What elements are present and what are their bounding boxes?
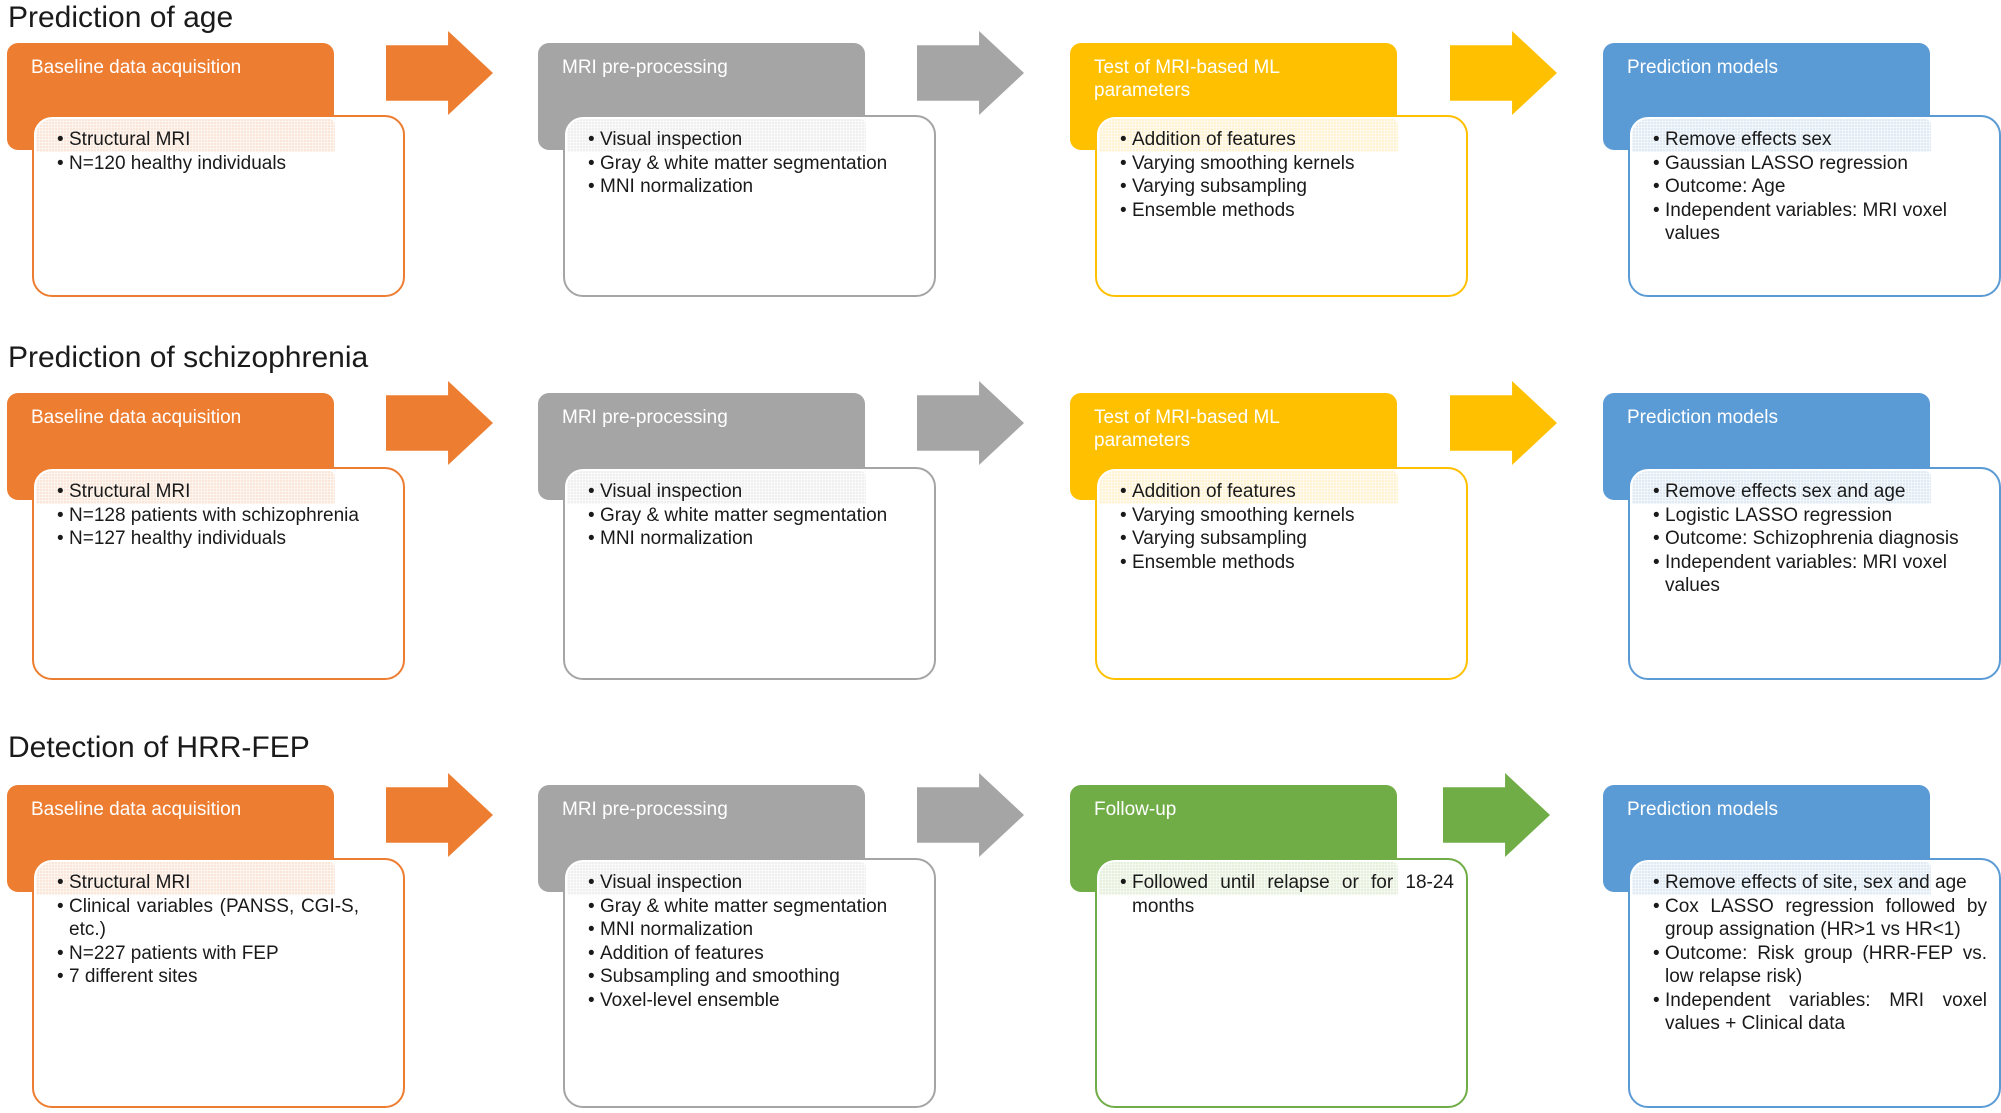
- box-header-label: Test of MRI-based ML parameters: [1094, 57, 1280, 101]
- box-body: Visual inspectionGray & white matter seg…: [563, 858, 936, 1108]
- bullet-list: Addition of featuresVarying smoothing ke…: [1097, 469, 1466, 574]
- bullet-item: Gray & white matter segmentation: [588, 895, 890, 919]
- box-body: Remove effects sex and ageLogistic LASSO…: [1628, 467, 2001, 680]
- box-header-label: Prediction models: [1627, 57, 1779, 78]
- bullet-item: Structural MRI: [57, 480, 359, 504]
- bullet-item: Outcome: Risk group (HRR-FEP vs. low rel…: [1653, 942, 1987, 989]
- bullet-item: Varying subsampling: [1120, 527, 1422, 551]
- bullet-item: Structural MRI: [57, 871, 359, 895]
- box-fep-baseline-data-acquisition: Baseline data acquisition Structural MRI…: [7, 785, 405, 1108]
- bullet-item: Varying smoothing kernels: [1120, 504, 1422, 528]
- bullet-item: N=128 patients with schizophrenia: [57, 504, 359, 528]
- box-body: Structural MRIClinical variables (PANSS,…: [32, 858, 405, 1108]
- box-body: Followed until relapse or for 18-24 mont…: [1095, 858, 1468, 1108]
- box-body: Remove effects sexGaussian LASSO regress…: [1628, 115, 2001, 297]
- bullet-list: Remove effects of site, sex and ageCox L…: [1630, 860, 1999, 1036]
- box-header-label: Test of MRI-based ML parameters: [1094, 407, 1280, 451]
- bullet-item: Gray & white matter segmentation: [588, 152, 890, 176]
- bullet-item: Visual inspection: [588, 128, 890, 152]
- bullet-item: Varying subsampling: [1120, 175, 1422, 199]
- bullet-list: Remove effects sexGaussian LASSO regress…: [1630, 117, 1999, 246]
- bullet-item: Varying smoothing kernels: [1120, 152, 1422, 176]
- box-header-label: Prediction models: [1627, 799, 1779, 820]
- box-age-mri-pre-processing: MRI pre-processing Visual inspectionGray…: [538, 43, 936, 297]
- bullet-item: Independent variables: MRI voxel values …: [1653, 989, 1987, 1036]
- bullet-item: Visual inspection: [588, 871, 890, 895]
- bullet-item: Voxel-level ensemble: [588, 989, 890, 1013]
- bullet-item: Ensemble methods: [1120, 199, 1422, 223]
- box-scz-mri-pre-processing: MRI pre-processing Visual inspectionGray…: [538, 393, 936, 680]
- bullet-item: Structural MRI: [57, 128, 359, 152]
- bullet-item: N=127 healthy individuals: [57, 527, 359, 551]
- bullet-item: MNI normalization: [588, 527, 890, 551]
- box-body: Structural MRIN=120 healthy individuals: [32, 115, 405, 297]
- box-age-test-of-mri-based-ml-parameters: Test of MRI-based ML parameters Addition…: [1070, 43, 1468, 297]
- box-body: Structural MRIN=128 patients with schizo…: [32, 467, 405, 680]
- bullet-item: 7 different sites: [57, 965, 359, 989]
- bullet-item: Addition of features: [588, 942, 890, 966]
- row-title-prediction-of-schizophrenia: Prediction of schizophrenia: [8, 341, 369, 374]
- box-body: Addition of featuresVarying smoothing ke…: [1095, 467, 1468, 680]
- bullet-item: Independent variables: MRI voxel values: [1653, 551, 1987, 598]
- bullet-list: Remove effects sex and ageLogistic LASSO…: [1630, 469, 1999, 598]
- bullet-item: Logistic LASSO regression: [1653, 504, 1987, 528]
- bullet-list: Followed until relapse or for 18-24 mont…: [1097, 860, 1466, 918]
- box-header-label: Baseline data acquisition: [31, 799, 242, 820]
- box-header-label: MRI pre-processing: [562, 407, 728, 428]
- bullet-item: Addition of features: [1120, 480, 1422, 504]
- bullet-item: Gray & white matter segmentation: [588, 504, 890, 528]
- box-body: Visual inspectionGray & white matter seg…: [563, 115, 936, 297]
- bullet-list: Visual inspectionGray & white matter seg…: [565, 117, 934, 199]
- box-age-prediction-models: Prediction models Remove effects sexGaus…: [1603, 43, 2001, 297]
- bullet-list: Visual inspectionGray & white matter seg…: [565, 860, 934, 1012]
- bullet-item: Cox LASSO regression followed by group a…: [1653, 895, 1987, 942]
- box-header-label: Prediction models: [1627, 407, 1779, 428]
- bullet-list: Structural MRIClinical variables (PANSS,…: [34, 860, 403, 989]
- bullet-item: N=120 healthy individuals: [57, 152, 359, 176]
- box-body: Visual inspectionGray & white matter seg…: [563, 467, 936, 680]
- row-title-prediction-of-age: Prediction of age: [8, 1, 234, 34]
- row-title-detection-of-hrr-fep: Detection of HRR-FEP: [8, 731, 310, 764]
- bullet-item: Ensemble methods: [1120, 551, 1422, 575]
- bullet-item: Remove effects of site, sex and age: [1653, 871, 1987, 895]
- box-body: Addition of featuresVarying smoothing ke…: [1095, 115, 1468, 297]
- box-header-label: Baseline data acquisition: [31, 407, 242, 428]
- bullet-list: Structural MRIN=128 patients with schizo…: [34, 469, 403, 551]
- bullet-item: Subsampling and smoothing: [588, 965, 890, 989]
- box-scz-prediction-models: Prediction models Remove effects sex and…: [1603, 393, 2001, 680]
- bullet-item: Clinical variables (PANSS, CGI-S, etc.): [57, 895, 359, 942]
- bullet-item: Gaussian LASSO regression: [1653, 152, 1987, 176]
- box-fep-prediction-models: Prediction models Remove effects of site…: [1603, 785, 2001, 1108]
- box-fep-follow-up: Follow-up Followed until relapse or for …: [1070, 785, 1468, 1108]
- box-scz-baseline-data-acquisition: Baseline data acquisition Structural MRI…: [7, 393, 405, 680]
- bullet-item: MNI normalization: [588, 175, 890, 199]
- bullet-item: N=227 patients with FEP: [57, 942, 359, 966]
- bullet-list: Visual inspectionGray & white matter seg…: [565, 469, 934, 551]
- box-header-label: MRI pre-processing: [562, 799, 728, 820]
- bullet-item: Outcome: Age: [1653, 175, 1987, 199]
- bullet-list: Addition of featuresVarying smoothing ke…: [1097, 117, 1466, 222]
- bullet-item: Addition of features: [1120, 128, 1422, 152]
- box-header-label: Baseline data acquisition: [31, 57, 242, 78]
- box-header-label: MRI pre-processing: [562, 57, 728, 78]
- box-fep-mri-pre-processing: MRI pre-processing Visual inspectionGray…: [538, 785, 936, 1108]
- box-scz-test-of-mri-based-ml-parameters: Test of MRI-based ML parameters Addition…: [1070, 393, 1468, 680]
- box-header-label: Follow-up: [1094, 799, 1177, 820]
- bullet-item: Remove effects sex and age: [1653, 480, 1987, 504]
- box-body: Remove effects of site, sex and ageCox L…: [1628, 858, 2001, 1108]
- box-age-baseline-data-acquisition: Baseline data acquisition Structural MRI…: [7, 43, 405, 297]
- bullet-item: Visual inspection: [588, 480, 890, 504]
- bullet-item: Outcome: Schizophrenia diagnosis: [1653, 527, 1987, 551]
- bullet-list: Structural MRIN=120 healthy individuals: [34, 117, 403, 175]
- bullet-item: MNI normalization: [588, 918, 890, 942]
- bullet-item: Followed until relapse or for 18-24 mont…: [1120, 871, 1454, 918]
- bullet-item: Independent variables: MRI voxel values: [1653, 199, 1987, 246]
- bullet-item: Remove effects sex: [1653, 128, 1987, 152]
